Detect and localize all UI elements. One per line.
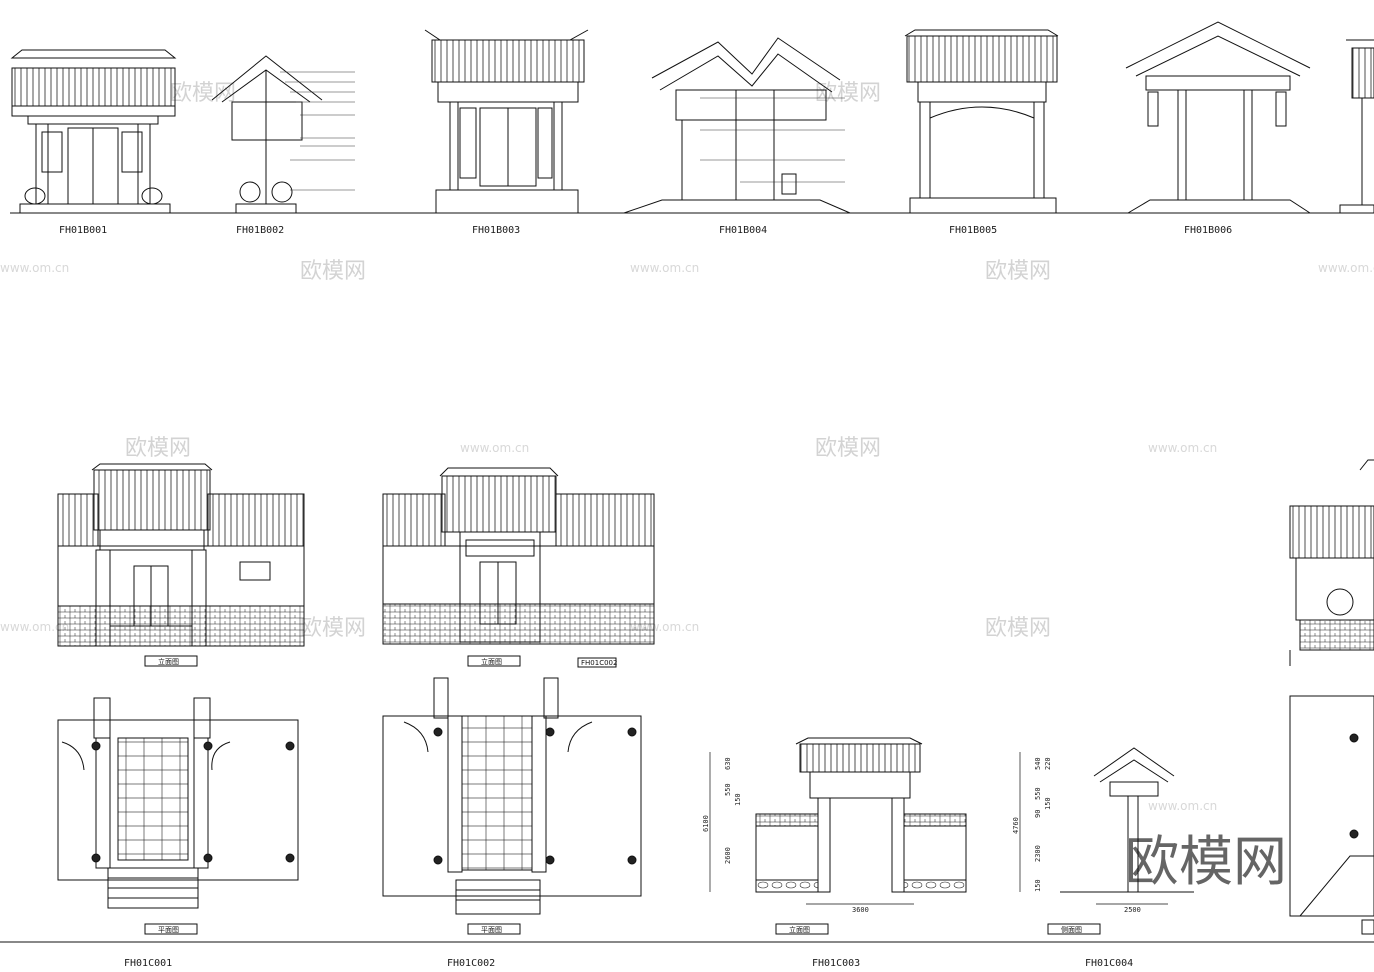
drawing-label: FH01B005 xyxy=(949,225,997,236)
dimension-label: 150 xyxy=(1034,879,1042,892)
gate-elevation-b001 xyxy=(10,49,177,214)
watermark-brand: 欧模网 xyxy=(300,259,366,284)
dimension-label: 630 xyxy=(724,757,732,770)
dimension-label: 150 xyxy=(734,793,742,806)
tag-c002-elevation: 立面图 FH01C002 xyxy=(467,655,617,668)
drawing-label: FH01B001 xyxy=(59,225,107,236)
row1-labels: FH01B001 FH01B002 FH01B003 FH01B004 FH01… xyxy=(59,225,1232,236)
watermark-brand: 欧模网 xyxy=(815,81,881,106)
reference-tag: FH01C002 xyxy=(581,659,617,667)
gate-section-b002 xyxy=(211,55,355,214)
dimension-label: 90 xyxy=(1034,810,1042,818)
dimension-label: 2600 xyxy=(724,847,732,864)
watermark-url: www.om.cn xyxy=(1148,799,1217,813)
drawing-label: FH01B003 xyxy=(472,225,520,236)
gate-elevation-b006 xyxy=(1125,21,1311,214)
gate-elevation-b005 xyxy=(904,29,1059,214)
wall-gate-elevation-c001 xyxy=(57,463,305,647)
gate-elevation-b004 xyxy=(623,37,851,214)
wall-gate-elevation-c002 xyxy=(382,467,655,645)
dimension-label: 550 xyxy=(724,783,732,796)
wall-gate-elevation-c003 xyxy=(709,737,967,905)
dimension-label: 3600 xyxy=(852,906,869,914)
wall-gate-side-c004 xyxy=(1019,747,1194,905)
dimension-label: 220 xyxy=(1044,757,1052,770)
watermark-brand: 欧模网 xyxy=(170,81,236,106)
dimension-label: 2500 xyxy=(1124,906,1141,914)
dimension-label: 150 xyxy=(1044,797,1052,810)
watermark-url: www.om.cn xyxy=(460,441,529,455)
wall-gate-plan-c001 xyxy=(57,697,299,909)
wall-gate-plan-c002 xyxy=(382,677,642,915)
drawing-label: FH01C003 xyxy=(812,958,860,969)
elevation-tag: 立面图 xyxy=(789,925,810,934)
tag-c001-plan: 平面图 xyxy=(144,923,198,935)
elevation-tag: 立面图 xyxy=(158,657,179,666)
dimension-label: 550 xyxy=(1034,787,1042,800)
watermark-url: www.om.cn xyxy=(0,620,69,634)
dimension-label: 6100 xyxy=(702,815,710,832)
tag-c001-elevation: 立面图 xyxy=(144,655,198,667)
gate-elevation-b003 xyxy=(424,29,589,214)
dimension-label: 540 xyxy=(1034,757,1042,770)
watermark-url: www.om.cn xyxy=(1148,441,1217,455)
dimension-label: 4760 xyxy=(1012,817,1020,834)
watermark-brand: 欧模网 xyxy=(815,436,881,461)
drawing-label: FH01C002 xyxy=(447,958,495,969)
watermark-url: www.om.cn xyxy=(1318,261,1374,275)
plan-tag: 平面图 xyxy=(481,926,502,934)
tag-c002-plan: 平面图 xyxy=(467,923,521,935)
watermark-brand: 欧模网 xyxy=(985,259,1051,284)
drawing-label: FH01B002 xyxy=(236,225,284,236)
watermark-brand: 欧模网 xyxy=(125,436,191,461)
wall-gate-partial-right xyxy=(1289,459,1374,935)
watermark-brand: 欧模网 xyxy=(300,616,366,641)
dims-c003: 630 550 150 6100 2600 3600 立面图 xyxy=(702,757,869,935)
gate-partial-right xyxy=(1339,39,1374,214)
watermark-brand-large: 欧模网 xyxy=(1125,830,1287,893)
plan-tag: 平面图 xyxy=(158,926,179,934)
drawing-label: FH01C004 xyxy=(1085,958,1133,969)
drawing-label: FH01C001 xyxy=(124,958,172,969)
watermark-layer: 欧模网 欧模网 欧模网 欧模网 欧模网 欧模网 欧模网 欧模网 www.om.c… xyxy=(0,81,1374,893)
drawing-label: FH01B006 xyxy=(1184,225,1232,236)
dimension-label: 2300 xyxy=(1034,845,1042,862)
drawing-label: FH01B004 xyxy=(719,225,767,236)
watermark-url: www.om.cn xyxy=(0,261,69,275)
watermark-url: www.om.cn xyxy=(630,261,699,275)
row2-labels: FH01C001 FH01C002 FH01C003 FH01C004 xyxy=(124,958,1133,969)
dims-c004: 540 220 550 150 90 4760 2300 150 2500 侧面… xyxy=(1012,757,1141,935)
elevation-tag: 侧面图 xyxy=(1061,925,1082,934)
elevation-tag: 立面图 xyxy=(481,657,502,666)
watermark-brand: 欧模网 xyxy=(985,616,1051,641)
